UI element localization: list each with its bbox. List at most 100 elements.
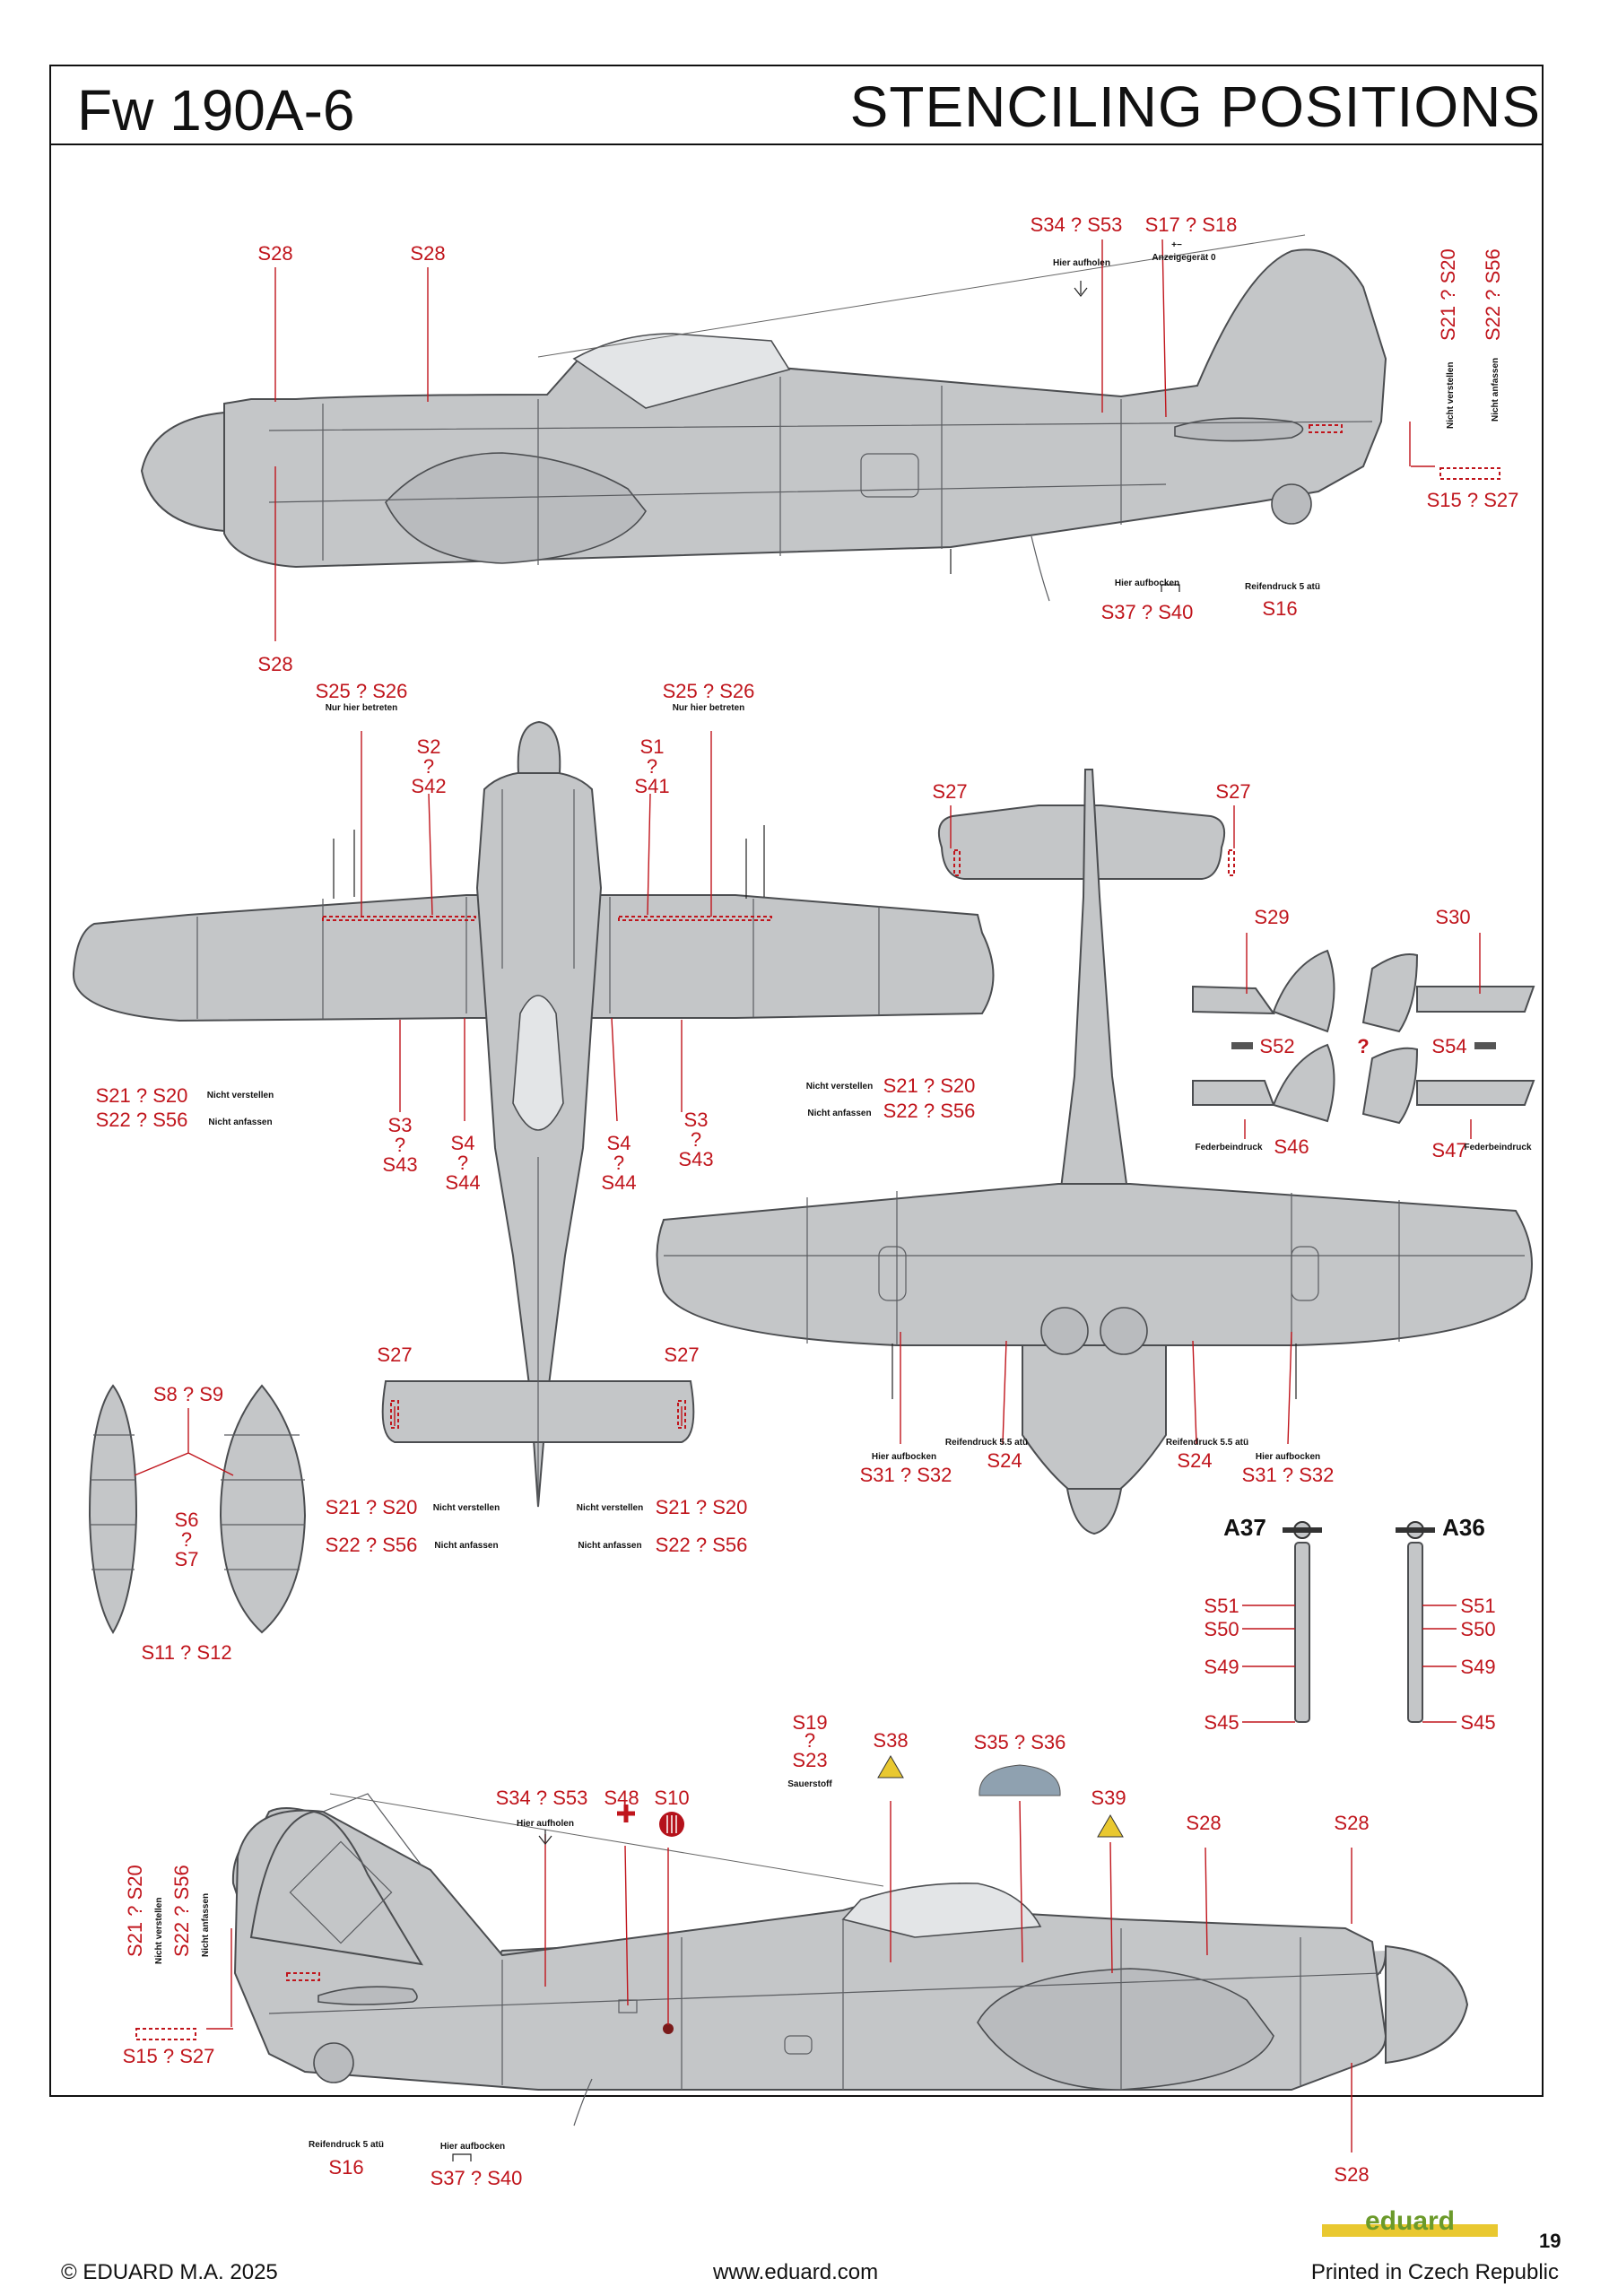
label-s48: S48 [604,1787,639,1809]
label-s11-s12: S11 ? S12 [141,1641,231,1664]
label-s42: S42 [411,775,446,797]
top-leaders [361,731,712,1426]
label-s54: S54 [1431,1035,1466,1057]
bottom-tailplane [938,804,1225,880]
side-right-step-cover [784,2035,813,2055]
label-s43: S43 [678,1148,713,1170]
side-left-panel-lines [268,377,1373,565]
stencil-hier-aufbocken: Hier aufbocken [1256,1452,1320,1462]
label-s17-s18: S17 ? S18 [1145,213,1238,236]
flap-fairing-tr [1361,953,1419,1033]
label-s22-s56: S22 ? S56 [96,1109,188,1131]
top-panel-lines [196,789,880,1507]
label-s25-s26: S25 ? S26 [663,680,755,702]
label-s44: S44 [445,1171,480,1194]
stencil-anzeigegerat: Anzeigegerät 0 [1152,253,1216,263]
label-q: ? [691,1128,701,1151]
top-view: S25 ? S26 Nur hier betreten S25 ? S26 Nu… [72,680,995,1556]
side-right-panel-lines [268,1919,1382,2090]
stencil-nur-hier-betreten: Nur hier betreten [326,703,398,713]
gear-a36-leg [1407,1542,1423,1723]
stencil-nicht-verstellen: Nicht verstellen [577,1503,643,1513]
label-s23: S23 [792,1749,827,1771]
label-q: ? [395,1134,405,1156]
label-s30: S30 [1435,906,1470,928]
label-s46: S46 [1274,1135,1309,1158]
side-right-s15-box [135,2028,196,2040]
stencil-nicht-anfassen: Nicht anfassen [578,1541,641,1551]
label-s15-s27: S15 ? S27 [1427,489,1519,511]
stencil-plus-minus: +− [1171,240,1182,250]
label-s34-s53: S34 ? S53 [496,1787,588,1809]
page-number: 19 [1539,2230,1561,2252]
label-s22-s56: S22 ? S56 [1482,248,1504,341]
stencil-nicht-anfassen: Nicht anfassen [201,1893,211,1957]
side-left-s15-box [1439,467,1500,480]
eduard-logo: eduard [1322,2206,1498,2237]
flap-panel-tr [1416,986,1535,1013]
stencil-nicht-anfassen: Nicht anfassen [434,1541,498,1551]
website-link[interactable]: www.eduard.com [713,2260,879,2284]
label-s28: S28 [1186,1812,1221,1834]
label-s27: S27 [1215,780,1250,803]
label-s31-s32: S31 ? S32 [1242,1464,1335,1486]
label-s52: S52 [1259,1035,1294,1057]
label-s24: S24 [987,1449,1022,1472]
label-s28: S28 [1334,1812,1369,1834]
side-right-canopy [841,1883,1042,1938]
label-q: ? [1357,1035,1369,1057]
side-view-right: S21 ? S20 S22 ? S56 Nicht verstellen Nic… [123,1711,1469,2189]
label-s28: S28 [1334,2163,1369,2186]
label-s28: S28 [257,242,292,265]
gear-legs-detail: A37 A36 S51 S50 S49 S45 S51 S50 S49 S45 [1204,1514,1495,1734]
side-left-wing-root [385,452,647,564]
sheet-title: STENCILING POSITIONS [849,74,1541,139]
side-right-tailplane [317,1986,418,2005]
stencil-federbeindruck: Federbeindruck [1464,1143,1531,1152]
label-s27: S27 [664,1344,699,1366]
printed-in: Printed in Czech Republic [1310,2260,1559,2284]
label-s28: S28 [257,653,292,675]
label-s51: S51 [1204,1595,1239,1617]
label-s21-s20: S21 ? S20 [96,1084,188,1107]
stencil-hier-aufholen: Hier aufholen [1053,258,1110,268]
side-right-leaders [206,1800,1352,2152]
top-cannon-barrels [333,825,765,899]
stencil-nicht-verstellen: Nicht verstellen [154,1898,164,1964]
stencil-hier-aufholen: Hier aufholen [517,1819,574,1829]
label-s22-s56: S22 ? S56 [656,1534,748,1556]
bottom-gear-door-left [878,1246,907,1301]
stencil-sauerstoff: Sauerstoff [787,1779,832,1789]
stencil-nicht-verstellen: Nicht verstellen [207,1091,274,1100]
top-walkway-left [322,916,476,921]
stencil-nicht-anfassen: Nicht anfassen [1491,358,1500,422]
label-s3: S3 [388,1114,413,1136]
label-s22-s56: S22 ? S56 [170,1865,193,1957]
label-s2: S2 [417,735,441,758]
flap-fairing-tl [1272,949,1335,1033]
stencil-federbeindruck: Federbeindruck [1195,1143,1262,1152]
flap-detail: S29 S30 S52 ? S54 Federbeindruck S46 S47… [1192,906,1535,1161]
label-s15-s27: S15 ? S27 [123,2045,215,2067]
side-right-s10-stripes [666,1815,677,1833]
drop-tank-detail: S8 ? S9 S6 ? S7 S11 ? S12 [88,1383,307,1664]
bottom-wheel-right [1100,1307,1148,1355]
side-left-jack-mark [1161,584,1180,592]
stencil-nicht-anfassen: Nicht anfassen [208,1118,272,1127]
flap-panel-br [1416,1080,1535,1106]
label-s21-s20: S21 ? S20 [1437,248,1459,341]
side-right-fin-edge [322,1793,422,1866]
label-s28: S28 [410,242,445,265]
label-s10: S10 [654,1787,689,1809]
flap-panel-bl [1192,1080,1275,1106]
top-walkway-right [618,916,772,921]
label-s44: S44 [601,1171,636,1194]
bottom-dash-tail-left [953,849,961,876]
gear-leaders [1242,1605,1457,1723]
bottom-view: S27 S27 S24 Reifendruck 5.5 atü S24 Reif… [656,769,1533,1535]
stencil-nicht-anfassen: Nicht anfassen [807,1109,871,1118]
label-q: ? [457,1152,468,1174]
label-s50: S50 [1204,1618,1239,1640]
gear-a37-title: A37 [1223,1514,1266,1541]
label-s45: S45 [1460,1711,1495,1734]
